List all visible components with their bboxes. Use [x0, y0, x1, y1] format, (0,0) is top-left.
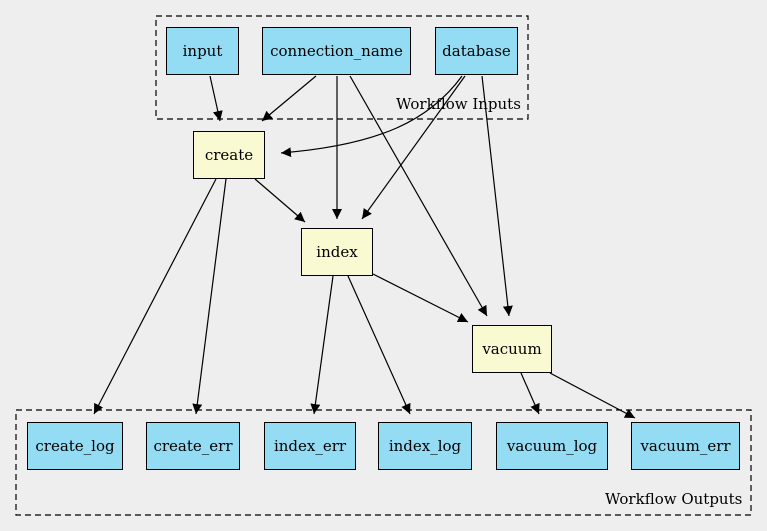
input-node-database[interactable]: database [435, 27, 518, 75]
edge-index-to-index-err [310, 275, 334, 415]
input-node-connection-name[interactable]: connection_name [262, 27, 411, 75]
output-node-vacuum-err[interactable]: vacuum_err [631, 422, 740, 470]
edge-index-to-vacuum [372, 273, 469, 323]
edge-input-to-create [209, 75, 223, 122]
output-node-index-log[interactable]: index_log [378, 422, 472, 470]
step-node-vacuum[interactable]: vacuum [472, 325, 552, 373]
step-node-index[interactable]: index [301, 228, 373, 276]
workflow-inputs-cluster [155, 15, 529, 120]
workflow-outputs-label: Workflow Outputs [605, 490, 743, 508]
step-node-create[interactable]: create [193, 131, 265, 179]
output-node-vacuum-log[interactable]: vacuum_log [496, 422, 608, 470]
output-node-create-err[interactable]: create_err [146, 422, 240, 470]
edge-create-to-create-log [93, 178, 217, 415]
edge-database-to-vacuum [481, 75, 513, 317]
edge-connection-name-to-vacuum [349, 75, 488, 317]
edge-create-to-index [254, 178, 306, 223]
edge-vacuum-to-vacuum-err [549, 372, 636, 419]
edge-layer [93, 75, 636, 419]
edge-index-to-index-log [347, 275, 411, 415]
output-node-create-log[interactable]: create_log [27, 422, 123, 470]
input-node-input[interactable]: input [166, 27, 239, 75]
output-node-index-err[interactable]: index_err [264, 422, 356, 470]
workflow-inputs-label: Workflow Inputs [396, 95, 521, 113]
edge-database-to-create [280, 75, 463, 158]
edge-database-to-index [361, 75, 466, 220]
edge-create-to-create-err [192, 178, 227, 415]
edge-connection-name-to-create [261, 75, 317, 122]
edge-vacuum-to-vacuum-log [520, 372, 540, 415]
